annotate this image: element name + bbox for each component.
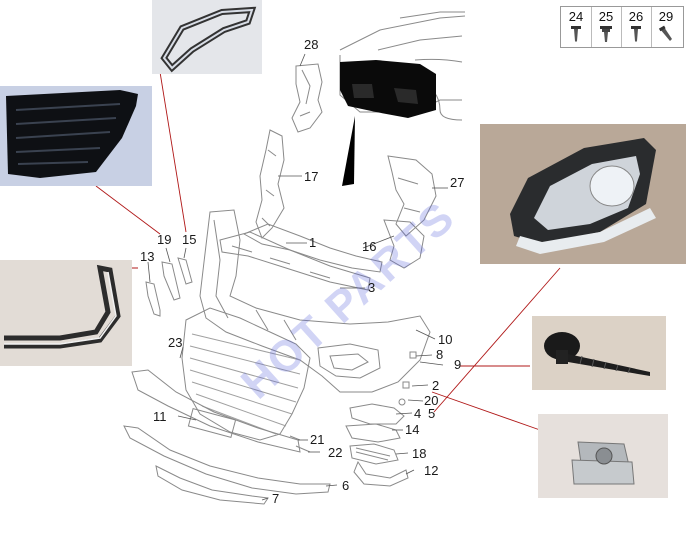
callout-20: 20 [424, 393, 439, 408]
callout-3: 3 [368, 280, 376, 295]
part-16-bracket [383, 219, 425, 269]
spring-nut-clip-photo [538, 414, 668, 498]
part-15-trim [177, 257, 193, 285]
black-grille-insert-photo [0, 86, 152, 186]
part-19-trim [161, 261, 181, 301]
callout-10: 10 [438, 332, 453, 347]
callout-16: 16 [362, 239, 377, 254]
callout-28: 28 [304, 37, 319, 52]
part-7-skid [155, 465, 269, 505]
part-12-chrome-trim [353, 460, 409, 487]
part-6-lower-lip [123, 425, 331, 495]
part-3-absorber [219, 231, 371, 291]
callout-23: 23 [168, 335, 183, 350]
fastener-table: 24 25 26 29 [560, 6, 684, 48]
chrome-corner-trim-photo [0, 260, 132, 366]
fastener-number: 24 [568, 9, 584, 24]
chrome-trim-frame-photo [152, 0, 262, 74]
callout-12: 12 [424, 463, 439, 478]
part-13-trim [145, 281, 161, 317]
callout-19: 19 [157, 232, 172, 247]
fastener-cell: 26 [621, 7, 652, 47]
black-screw-photo [532, 316, 666, 390]
tapping-screw-icon [658, 25, 672, 41]
fastener-cell: 29 [651, 7, 681, 47]
locator-arrow [342, 116, 355, 186]
fastener-number: 29 [658, 9, 674, 24]
fog-drl-lamp-photo [480, 124, 686, 264]
fastener-cell: 25 [591, 7, 622, 47]
callout-8: 8 [436, 347, 444, 362]
part-10-bumper-cover [199, 209, 431, 393]
callout-7: 7 [272, 491, 280, 506]
callout-18: 18 [412, 446, 427, 461]
part-11-lower-trim [131, 369, 301, 453]
callout-15: 15 [182, 232, 197, 247]
part-17-bracket [255, 129, 285, 239]
fastener-number: 26 [628, 9, 644, 24]
callout-5: 5 [428, 406, 436, 421]
callout-22: 22 [328, 445, 343, 460]
callout-1: 1 [309, 235, 317, 250]
part-1-upper-beam [242, 223, 383, 273]
car-front-highlight [340, 60, 436, 118]
part-28-bracket [291, 63, 323, 133]
callout-11: 11 [153, 409, 167, 424]
part-14-bezel [345, 423, 401, 443]
screw-icon [571, 26, 581, 42]
bolt-washer-icon [600, 26, 612, 42]
callout-6: 6 [342, 478, 350, 493]
callout-21: 21 [310, 432, 325, 447]
part-27-bracket [387, 155, 437, 237]
callout-14: 14 [405, 422, 420, 437]
callout-4: 4 [414, 406, 422, 421]
fastener-cell: 24 [561, 7, 592, 47]
callout-2: 2 [432, 378, 440, 393]
part-4-fog-housing [349, 403, 405, 425]
screw-icon [631, 26, 641, 42]
callout-13: 13 [140, 249, 155, 264]
callout-17: 17 [304, 169, 319, 184]
callout-27: 27 [450, 175, 465, 190]
fastener-number: 25 [598, 9, 614, 24]
part-18-cover [349, 443, 399, 465]
callout-9: 9 [454, 357, 462, 372]
